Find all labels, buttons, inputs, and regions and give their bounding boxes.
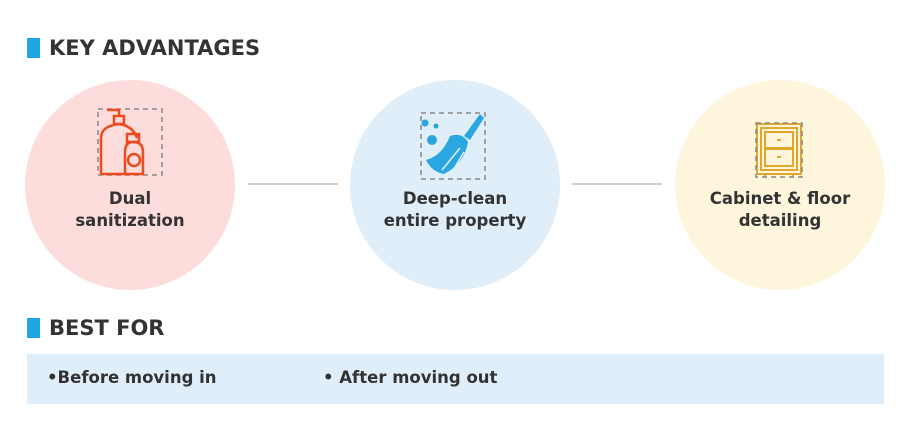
advantage-label: Dual sanitization [25,188,235,232]
label-line: detailing [738,211,822,230]
best-for-item: • After moving out [323,368,498,387]
label-line: Deep-clean [402,189,508,208]
best-for-list: •Before moving in • After moving out [27,354,884,404]
connector-line [248,183,338,185]
best-for-heading: BEST FOR [27,316,164,340]
advantage-label: Deep-clean entire property [350,188,560,232]
sanitizer-bottles-icon [97,108,163,176]
heading-text: BEST FOR [49,316,165,340]
advantage-deep-clean: Deep-clean entire property [350,80,560,290]
heading-marker [27,38,40,58]
label-line: Cabinet & floor [709,189,851,208]
key-advantages-heading: KEY ADVANTAGES [27,36,260,60]
best-for-item: •Before moving in [47,368,217,387]
label-line: Dual [108,189,152,208]
cabinet-icon [755,122,803,178]
label-line: entire property [383,211,527,230]
advantage-cabinet-floor: Cabinet & floor detailing [675,80,885,290]
advantage-dual-sanitization: Dual sanitization [25,80,235,290]
connector-line [572,183,662,185]
heading-text: KEY ADVANTAGES [49,36,261,60]
broom-icon [420,112,486,180]
label-line: sanitization [75,211,185,230]
advantage-label: Cabinet & floor detailing [675,188,885,232]
heading-marker [27,318,40,338]
